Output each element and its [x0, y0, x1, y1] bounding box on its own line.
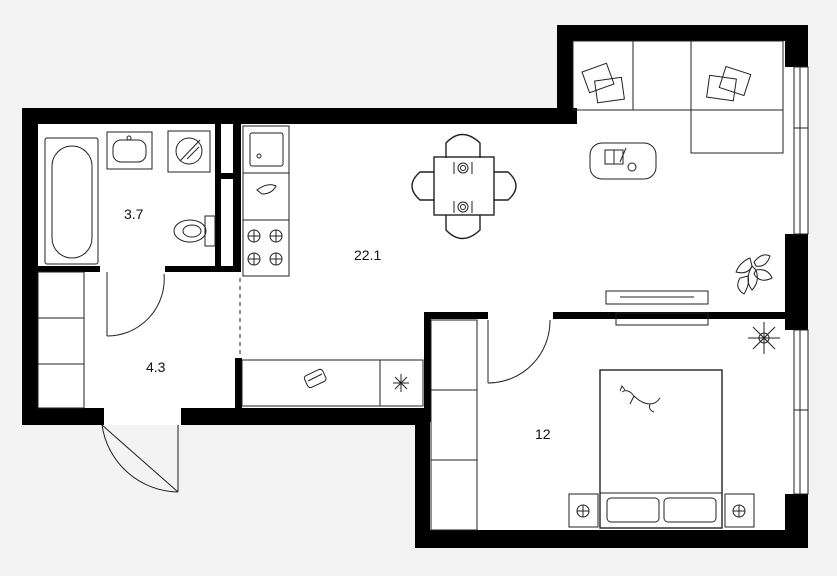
bedroom-area-label: 12 — [535, 426, 551, 442]
exterior-walls — [22, 25, 808, 548]
plant-icon — [748, 322, 780, 354]
coffee-table-icon — [589, 142, 657, 180]
kitchen-counter — [242, 125, 290, 277]
dining-table-icon — [411, 133, 517, 240]
windows — [793, 66, 809, 495]
bathroom-door — [106, 272, 165, 337]
plant-icon — [735, 254, 773, 295]
cat-icon — [619, 384, 661, 413]
bedroom-door — [487, 319, 551, 384]
sofa-icon — [572, 40, 784, 154]
nightstand-icon — [724, 493, 755, 528]
living-kitchen-area-label: 22.1 — [354, 247, 381, 263]
bathtub-icon — [44, 137, 99, 265]
sink-icon — [106, 131, 153, 170]
bedroom-wardrobe — [430, 319, 478, 531]
entrance-door-icon — [101, 424, 179, 493]
bathroom-area-label: 3.7 — [124, 206, 144, 222]
bed-icon — [599, 369, 723, 529]
lower-counter — [241, 359, 424, 407]
fridge-icon — [393, 374, 409, 392]
hallway-area-label: 4.3 — [146, 359, 166, 375]
washing-machine-icon — [167, 130, 211, 173]
wardrobe — [37, 271, 85, 409]
interior-walls — [38, 124, 808, 422]
toilet-icon — [173, 215, 216, 247]
kitchen-sink-icon — [249, 132, 284, 195]
tv-icon — [605, 290, 709, 326]
nightstand-icon — [568, 493, 599, 528]
stove-icon — [247, 229, 283, 266]
